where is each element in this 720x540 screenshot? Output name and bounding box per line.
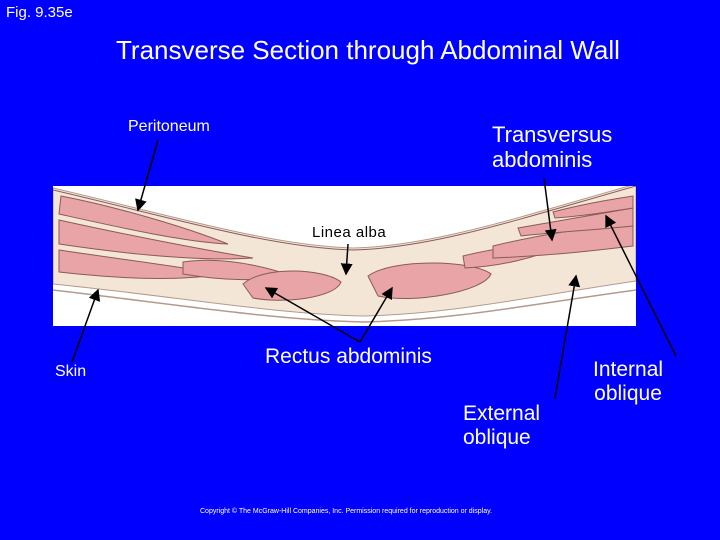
- label-linea-alba: Linea alba: [312, 224, 387, 241]
- label-skin: Skin: [55, 363, 87, 380]
- diagram-title: Transverse Section through Abdominal Wal…: [116, 35, 620, 65]
- label-line: oblique: [463, 426, 531, 450]
- label-line: oblique: [594, 382, 662, 406]
- muscle-rectus-right: [367, 262, 492, 299]
- peritoneum-line: [52, 185, 637, 251]
- label-line: Internal: [593, 358, 664, 381]
- label-line: Transversus: [492, 122, 613, 147]
- label-transversus-abdominis: Transversus abdominis: [492, 122, 612, 173]
- abdominal-wall-illustration: [52, 183, 637, 326]
- muscle-external-oblique-left: [58, 195, 229, 245]
- label-external-oblique: External oblique: [463, 402, 540, 450]
- label-line: External: [463, 402, 541, 425]
- copyright-notice: Copyright © The McGraw-Hill Companies, I…: [200, 508, 493, 515]
- muscle-internal-oblique-left: [58, 219, 254, 260]
- label-line: abdominis: [492, 147, 593, 173]
- label-rectus-abdominis: Rectus abdominis: [265, 345, 432, 368]
- figure-label: Fig. 9.35e: [6, 4, 73, 21]
- muscle-external-oblique-right: [552, 195, 634, 219]
- label-peritoneum: Peritoneum: [128, 118, 210, 135]
- label-internal-oblique: Internal oblique: [593, 358, 663, 406]
- cross-section-svg: [52, 183, 637, 323]
